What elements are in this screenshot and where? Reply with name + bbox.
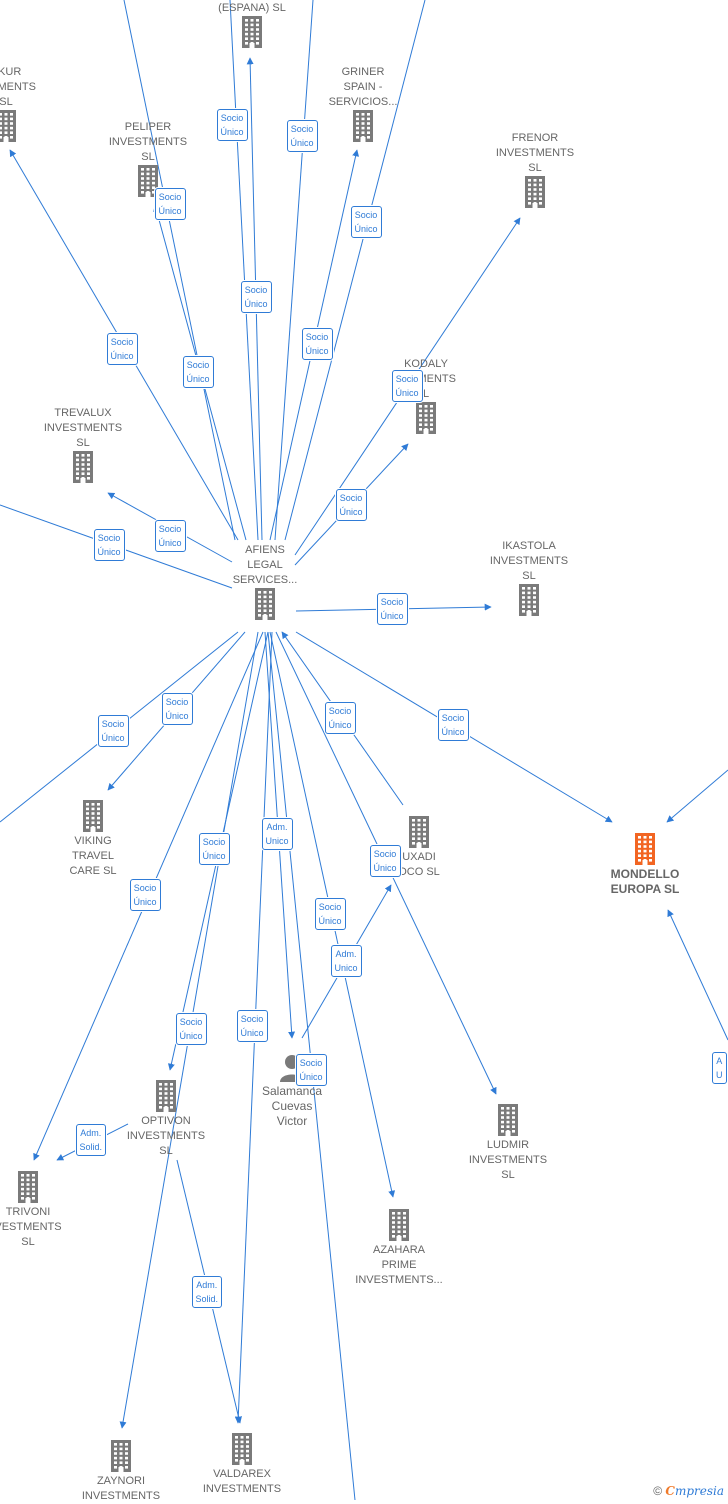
node-label: TRIVONI VESTMENTS SL xyxy=(0,1206,62,1248)
company-node-optivon[interactable]: OPTIVON INVESTMENTS SL xyxy=(111,1080,221,1159)
relation-badge-socio: Socio Único xyxy=(314,898,346,930)
relation-badge-socio: Socio Único xyxy=(106,333,138,365)
building-icon xyxy=(66,1440,176,1472)
relation-badge-socio: Socio Único xyxy=(216,109,248,141)
relation-edge xyxy=(666,769,728,823)
relation-badge-adm: Adm. Solid. xyxy=(191,1276,223,1308)
relation-badge-socio: Socio Único xyxy=(129,879,161,911)
company-node-valdarex[interactable]: VALDAREX INVESTMENTS xyxy=(187,1433,297,1497)
relation-badge-socio: Socio Único xyxy=(154,520,186,552)
relation-badge-socio: Socio Único xyxy=(295,1054,327,1086)
building-icon xyxy=(0,1171,83,1203)
company-node-trevalux[interactable]: TREVALUX INVESTMENTS SL xyxy=(28,406,138,483)
node-label: LUDMIR INVESTMENTS SL xyxy=(468,1139,548,1181)
relation-badge-socio: Socio Único xyxy=(175,1013,207,1045)
relation-edge xyxy=(229,0,259,541)
relation-badge-socio: Socio Único xyxy=(240,281,272,313)
node-label: IKASTOLA INVESTMENTS SL xyxy=(489,540,569,582)
relation-edge xyxy=(274,0,314,541)
node-label: AFIENS LEGAL SERVICES... xyxy=(232,544,298,586)
relation-badge-socio: Socio Único xyxy=(369,845,401,877)
relation-badge-socio: Socio Único xyxy=(437,709,469,741)
relation-badge-socio: Socio Único xyxy=(182,356,214,388)
node-label: FRENOR INVESTMENTS SL xyxy=(495,132,575,174)
building-icon xyxy=(38,800,148,832)
building-icon xyxy=(187,1433,297,1465)
building-icon xyxy=(453,1104,563,1136)
relation-badge-adm: Adm. Solid. xyxy=(75,1124,107,1156)
node-label: KODALY ESTMENTS L xyxy=(396,358,456,400)
building-icon xyxy=(344,1209,454,1241)
node-label: PELIPER INVESTMENTS SL xyxy=(108,121,188,163)
relation-badge-socio: Socio Único xyxy=(97,715,129,747)
company-node-frenor[interactable]: FRENOR INVESTMENTS SL xyxy=(480,131,590,208)
node-label: VALDAREX INVESTMENTS xyxy=(202,1468,282,1495)
relation-badge-socio: Socio Único xyxy=(93,529,125,561)
relation-badge-socio: Socio Único xyxy=(286,120,318,152)
company-node-kodaly[interactable]: KODALY ESTMENTS L xyxy=(371,357,481,434)
node-label: OPTIVON INVESTMENTS SL xyxy=(126,1115,206,1157)
company-node-ikastola[interactable]: IKASTOLA INVESTMENTS SL xyxy=(474,539,584,616)
company-node-zaynori[interactable]: ZAYNORI INVESTMENTS xyxy=(66,1440,176,1504)
building-icon xyxy=(28,451,138,483)
relation-badge-socio: Socio Único xyxy=(391,370,423,402)
building-icon xyxy=(111,1080,221,1112)
building-icon xyxy=(210,588,320,620)
node-label: GRINER SPAIN - SERVICIOS... xyxy=(328,66,398,108)
company-node-peliper[interactable]: PELIPER INVESTMENTS SL xyxy=(93,120,203,197)
building-icon xyxy=(364,816,474,848)
relation-badge-socio: Socio Único xyxy=(154,188,186,220)
company-node-griner[interactable]: GRINER SPAIN - SERVICIOS... xyxy=(308,65,418,142)
brand-logo: Cmpresia xyxy=(665,1484,724,1498)
node-label: (ESPANA) SL xyxy=(218,2,286,14)
node-label: TREVALUX INVESTMENTS SL xyxy=(43,407,123,449)
relation-badge-socio: Socio Único xyxy=(198,833,230,865)
building-icon xyxy=(371,402,481,434)
relation-edge xyxy=(123,0,236,541)
person-node-salamanca[interactable]: Salamanca Cuevas Victor xyxy=(237,1054,347,1129)
relation-badge-socio: Socio Único xyxy=(335,489,367,521)
building-icon xyxy=(590,833,700,865)
node-label: MONDELLO EUROPA SL xyxy=(610,867,680,896)
copyright-symbol: © xyxy=(653,1484,663,1498)
company-node-afiens[interactable]: AFIENS LEGAL SERVICES... xyxy=(210,543,320,620)
company-node-trivoni[interactable]: TRIVONI VESTMENTS SL xyxy=(0,1171,83,1250)
relation-badge-socio: Socio Único xyxy=(376,593,408,625)
relation-badge-socio: Socio Único xyxy=(324,702,356,734)
company-node-ludmir[interactable]: LUDMIR INVESTMENTS SL xyxy=(453,1104,563,1183)
node-label: AZAHARA PRIME INVESTMENTS... xyxy=(355,1244,443,1286)
relation-badge-socio: Socio Único xyxy=(350,206,382,238)
node-label: Salamanca Cuevas Victor xyxy=(261,1084,323,1128)
node-label: ZAYNORI INVESTMENTS xyxy=(81,1475,161,1502)
relation-badge-socio: Socio Único xyxy=(161,693,193,725)
relation-badge-adm: Adm. Unico xyxy=(330,945,362,977)
company-node-mondello[interactable]: MONDELLO EUROPA SL xyxy=(590,833,700,897)
relation-badge-adm: Adm. Unico xyxy=(261,818,293,850)
building-icon xyxy=(480,176,590,208)
relation-edge xyxy=(667,909,728,1041)
building-icon xyxy=(474,584,584,616)
company-node-xkur[interactable]: XKUR ESTMENTS SL xyxy=(0,65,61,142)
relation-badge-socio: Socio Único xyxy=(236,1010,268,1042)
building-icon xyxy=(197,16,307,48)
company-node-azahara[interactable]: AZAHARA PRIME INVESTMENTS... xyxy=(344,1209,454,1288)
node-label: VIKING TRAVEL CARE SL xyxy=(69,835,117,877)
relation-edge xyxy=(284,0,426,541)
building-icon xyxy=(93,165,203,197)
relation-badge-socio: Socio Único xyxy=(301,328,333,360)
relation-badge-a: A U xyxy=(712,1052,727,1084)
building-icon xyxy=(0,110,61,142)
footer-brand: © Cmpresia xyxy=(653,1484,724,1498)
node-label: XKUR ESTMENTS SL xyxy=(0,66,36,108)
company-node-uxadi[interactable]: UXADI OCO SL xyxy=(364,816,474,880)
person-icon xyxy=(237,1054,347,1082)
company-node-espana[interactable]: (ESPANA) SL xyxy=(197,1,307,48)
node-label: UXADI OCO SL xyxy=(398,851,440,878)
building-icon xyxy=(308,110,418,142)
company-node-viking[interactable]: VIKING TRAVEL CARE SL xyxy=(38,800,148,879)
